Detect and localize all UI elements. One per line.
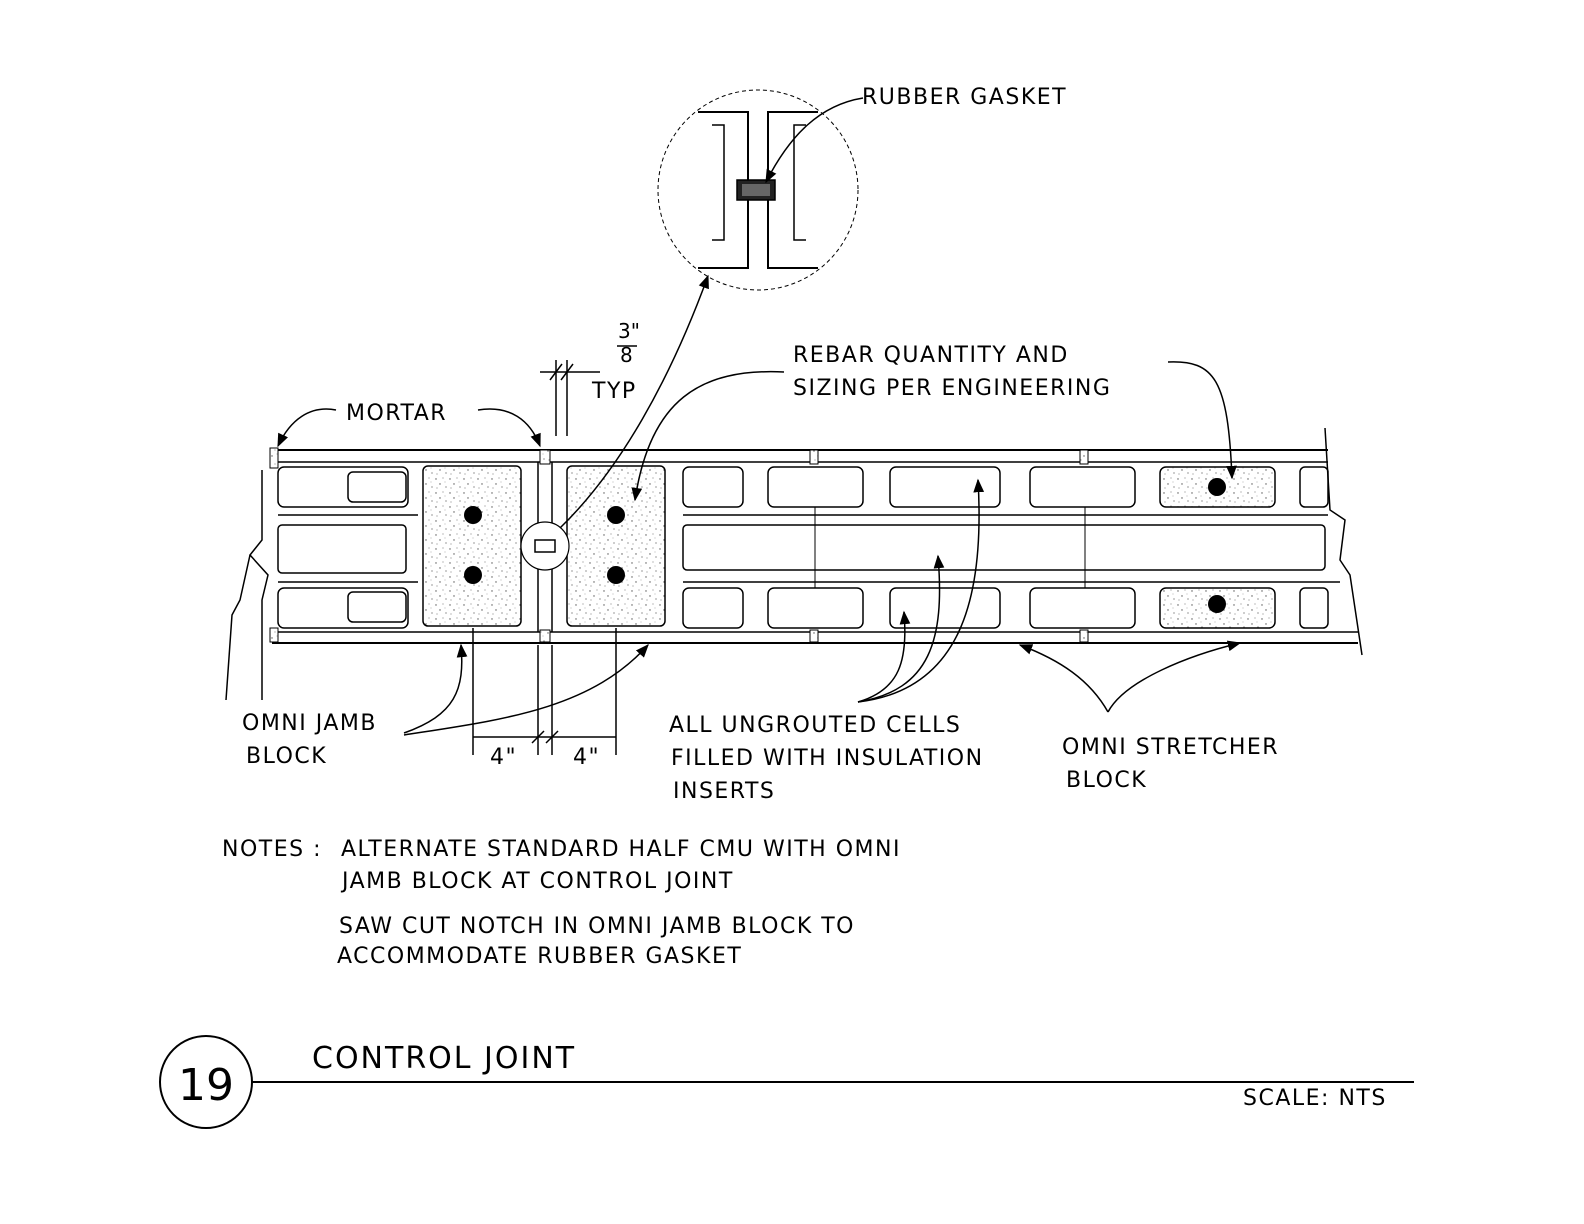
- insulation-leader-3: [857, 478, 985, 703]
- stretcher-leader-left: [1018, 644, 1109, 713]
- mortar-label: MORTAR: [346, 401, 447, 426]
- insulation-label-line3: INSERTS: [673, 779, 775, 804]
- rebar-dot: [464, 506, 482, 524]
- note2-line2: ACCOMMODATE RUBBER GASKET: [337, 944, 742, 969]
- bubble-leader: [559, 274, 709, 529]
- insulation-label-line2: FILLED WITH INSULATION: [671, 746, 984, 771]
- stretcher-leader-right: [1107, 640, 1242, 713]
- wall-plan: [225, 427, 1363, 701]
- note2-line1: SAW CUT NOTCH IN OMNI JAMB BLOCK TO: [339, 914, 855, 939]
- stretcher-upper-row: [682, 466, 1329, 508]
- jamb-label-line1: OMNI JAMB: [242, 711, 377, 736]
- joint-dim-denominator: 8: [620, 343, 633, 367]
- note1-line2: JAMB BLOCK AT CONTROL JOINT: [340, 869, 734, 894]
- rebar-dot: [607, 566, 625, 584]
- right-width-dim: 4": [573, 745, 600, 770]
- insulation-leader-2: [857, 554, 945, 703]
- insulation-leader-1: [857, 610, 911, 703]
- detail-title: CONTROL JOINT: [312, 1041, 576, 1076]
- note1-line1: ALTERNATE STANDARD HALF CMU WITH OMNI: [341, 837, 901, 862]
- stretcher-label-line1: OMNI STRETCHER: [1062, 735, 1279, 760]
- jamb-leader-left: [403, 643, 468, 734]
- title-block: 19 CONTROL JOINT SCALE: NTS: [159, 1035, 1414, 1129]
- right-grouted-cell: [566, 465, 666, 627]
- notes-prefix: NOTES :: [222, 837, 322, 862]
- jamb-leader-right: [403, 643, 649, 736]
- mortar-leader-left: [277, 408, 337, 448]
- notes-block: NOTES : ALTERNATE STANDARD HALF CMU WITH…: [222, 837, 901, 969]
- joint-dim-numerator: 3": [618, 319, 640, 343]
- stretcher-label-line2: BLOCK: [1066, 768, 1147, 793]
- rebar-leader-left: [631, 370, 785, 502]
- rebar-leader-right: [1167, 361, 1237, 480]
- gasket-leader: [765, 97, 864, 184]
- left-cmu-cells: [277, 466, 418, 629]
- width-dimensions: [472, 628, 617, 755]
- rebar-label-line2: SIZING PER ENGINEERING: [793, 376, 1111, 401]
- rebar-dot: [464, 566, 482, 584]
- rebar-label-line1: REBAR QUANTITY AND: [793, 343, 1069, 368]
- joint-dimension: [540, 345, 637, 436]
- insulation-label-line1: ALL UNGROUTED CELLS: [669, 713, 961, 738]
- rubber-gasket-label: RUBBER GASKET: [862, 85, 1067, 110]
- stretcher-lower-row: [682, 587, 1329, 629]
- left-grouted-cell: [422, 465, 522, 627]
- left-width-dim: 4": [490, 745, 517, 770]
- detail-scale: SCALE: NTS: [1243, 1086, 1387, 1111]
- detail-number: 19: [178, 1060, 234, 1111]
- rebar-dot: [607, 506, 625, 524]
- jamb-label-line2: BLOCK: [246, 744, 327, 769]
- mortar-leader-right: [477, 408, 541, 448]
- gasket-detail-bubble: [657, 89, 859, 291]
- joint-dim-typ: TYP: [591, 379, 637, 404]
